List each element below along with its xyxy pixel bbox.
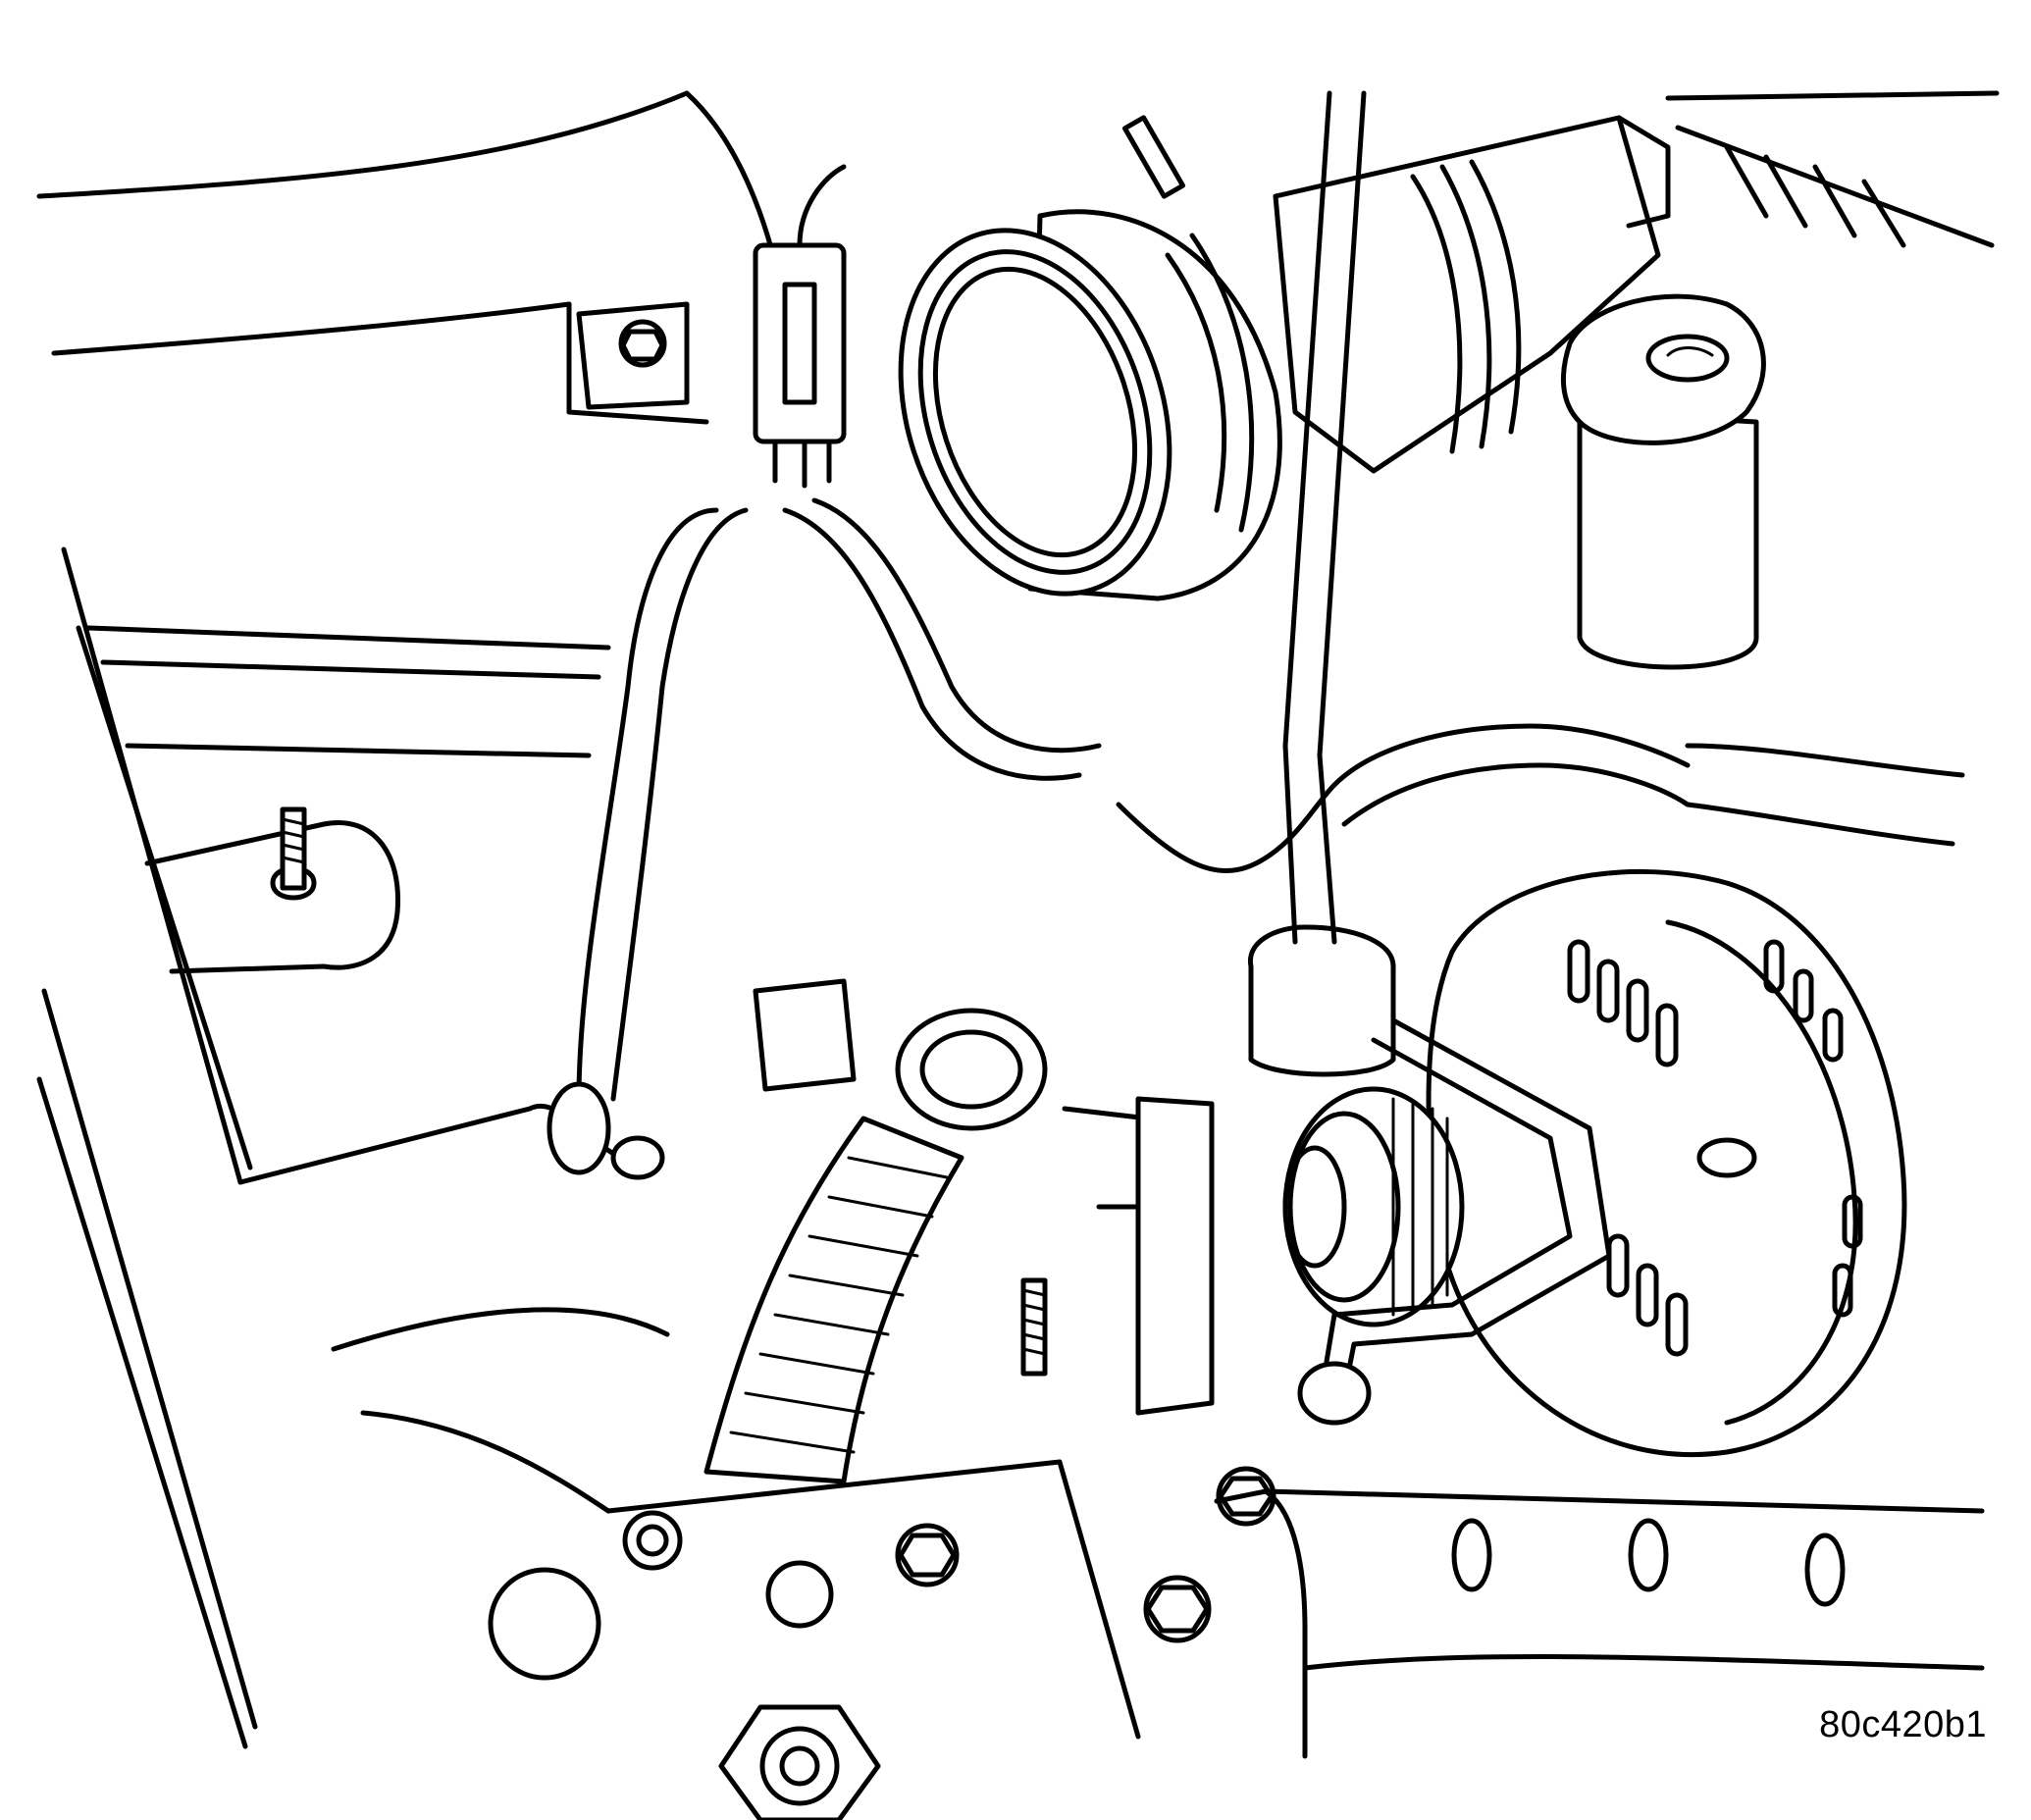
wiring-connector	[753, 164, 847, 489]
generator-vents	[1567, 939, 1863, 1357]
figure-id-label: 80c420b1	[1819, 1704, 1987, 1745]
air-intake-tube	[1273, 90, 2000, 474]
corrugated-conduit	[703, 1008, 1048, 1484]
inner-fender	[36, 546, 631, 1749]
wiring-harness	[547, 497, 1965, 1180]
mounting-bracket	[1062, 1017, 1612, 1426]
oil-filler-cap	[1560, 293, 1766, 670]
mounting-stud	[270, 115, 1186, 1377]
generator-pulley	[1282, 1086, 1465, 1327]
air-intake-boot	[898, 209, 1282, 601]
generator	[1426, 868, 1907, 1458]
dipstick-tube	[1248, 90, 1396, 1077]
fender-panel	[36, 90, 788, 425]
hex-bolt	[895, 1466, 1276, 1643]
